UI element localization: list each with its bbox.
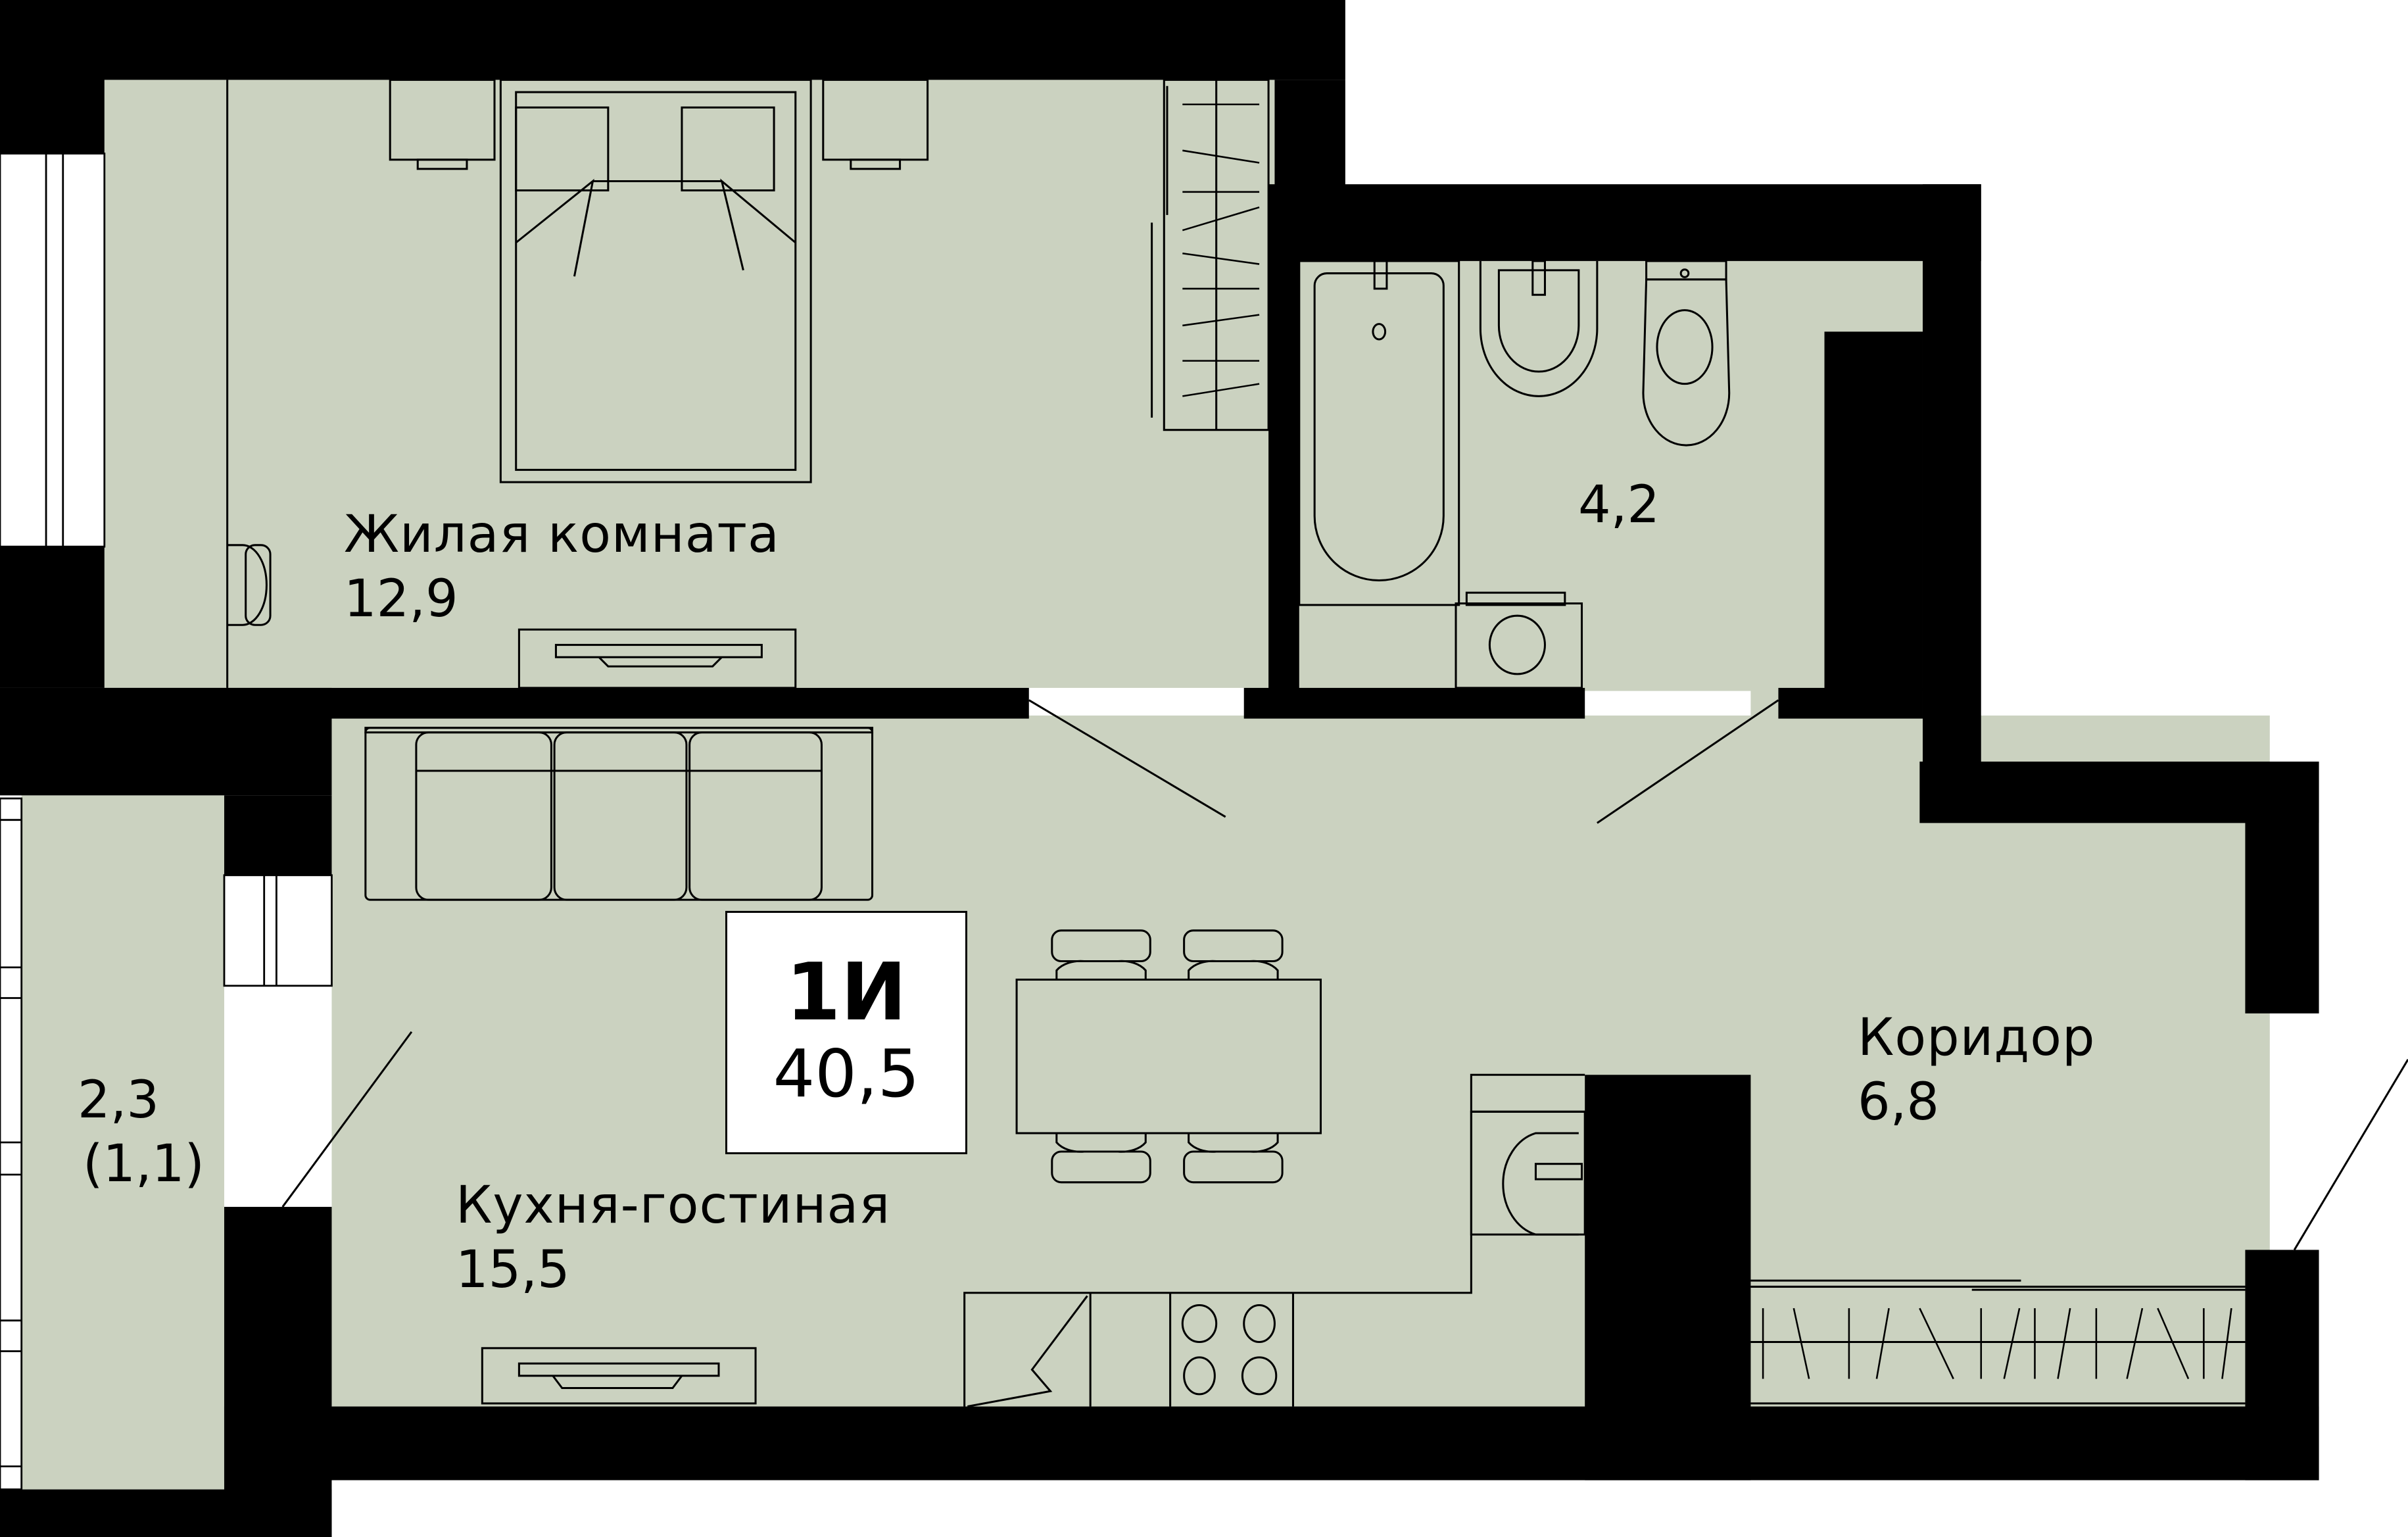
desk-chair bbox=[227, 544, 268, 626]
bed bbox=[499, 78, 812, 483]
chairs bbox=[1051, 929, 1284, 1184]
fridge-symbol bbox=[967, 1295, 1088, 1408]
bathroom-floor bbox=[1299, 260, 1923, 691]
corridor-label: Коридор bbox=[1858, 1008, 2096, 1067]
floors bbox=[21, 80, 2270, 1490]
cooktop bbox=[1181, 1304, 1278, 1396]
bedroom-label: Жилая комната bbox=[344, 505, 780, 564]
bedroom-window bbox=[0, 153, 106, 548]
kitchen-living-area: 15,5 bbox=[456, 1240, 570, 1300]
walls bbox=[0, 0, 2319, 1537]
pillow bbox=[515, 106, 610, 192]
furniture bbox=[226, 78, 2408, 1408]
bathroom-area: 4,2 bbox=[1578, 476, 1660, 535]
kitchen-living-label: Кухня-гостиная bbox=[456, 1176, 891, 1235]
door-swing-balcony bbox=[281, 1031, 413, 1208]
desk bbox=[518, 628, 797, 689]
tv-stand bbox=[481, 1347, 757, 1405]
windows bbox=[0, 153, 333, 1491]
washing-machine bbox=[1455, 602, 1583, 689]
sink-kitchen bbox=[1470, 1110, 1586, 1236]
balcony-floor bbox=[21, 795, 224, 1490]
apartment-type: 1И bbox=[786, 947, 907, 1038]
door-swing-bedroom bbox=[1028, 699, 1226, 818]
balcony-area: 2,3 bbox=[78, 1071, 160, 1130]
corridor-area: 6,8 bbox=[1858, 1073, 1940, 1132]
dining-table bbox=[1015, 978, 1322, 1134]
bedroom-area: 12,9 bbox=[344, 570, 458, 629]
total-area: 40,5 bbox=[773, 1035, 920, 1112]
door-swing-bathroom bbox=[1597, 699, 1779, 824]
balcony-reduced-area: (1,1) bbox=[83, 1134, 205, 1194]
balcony-glazing bbox=[0, 797, 23, 1491]
bathtub bbox=[1313, 272, 1445, 582]
bedroom-floor bbox=[104, 80, 1275, 688]
living-floor bbox=[331, 715, 2270, 1407]
sink bbox=[1479, 260, 1599, 397]
balcony-door-window bbox=[223, 874, 333, 987]
door-swing-entrance bbox=[2293, 1059, 2408, 1251]
apartment-badge: 1И 40,5 bbox=[725, 911, 967, 1154]
toilet bbox=[1642, 278, 1731, 447]
kitchen-counter bbox=[963, 1073, 1585, 1407]
